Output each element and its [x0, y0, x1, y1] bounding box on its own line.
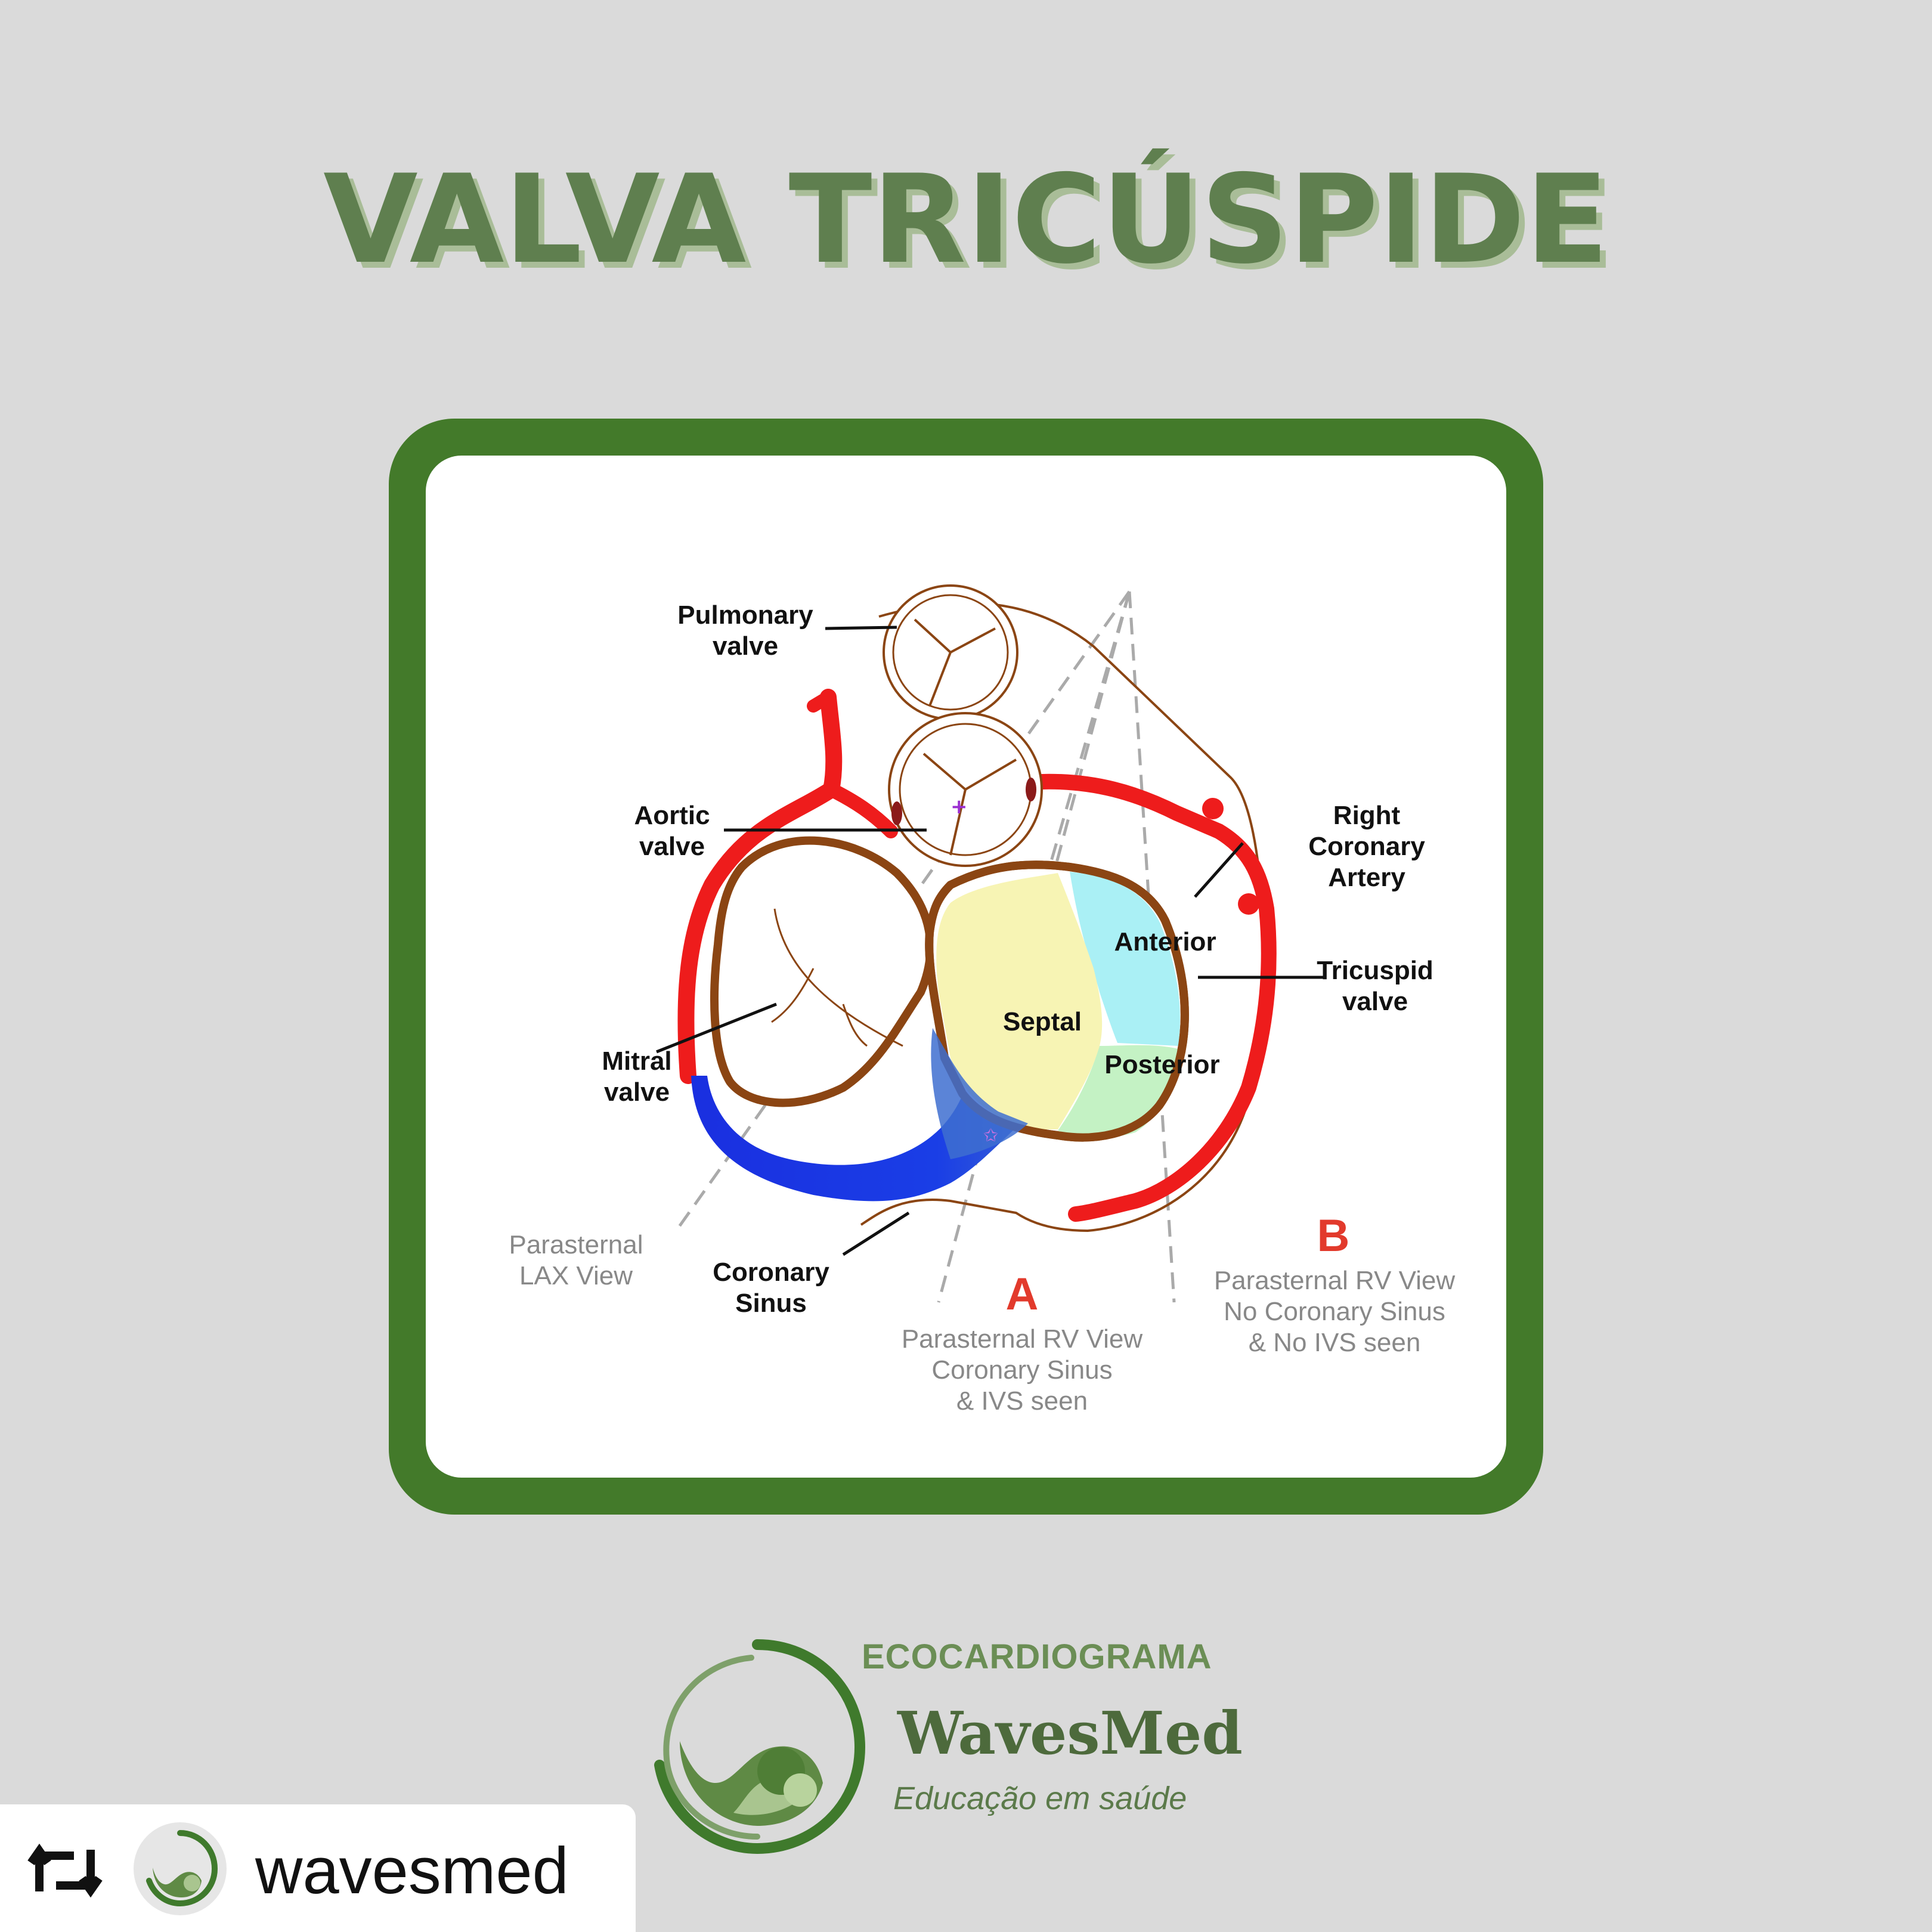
label-anterior: Anterior — [1114, 927, 1216, 956]
septal-leaflet — [936, 873, 1103, 1129]
label-view-b-desc: Parasternal RV View — [1214, 1266, 1456, 1295]
label-right-coronary-artery: Right — [1333, 801, 1401, 830]
pulmonary-valve — [883, 584, 1018, 720]
avatar[interactable] — [132, 1821, 228, 1916]
svg-text:valve: valve — [639, 832, 705, 861]
mitral-valve — [710, 836, 935, 1107]
label-mitral: Mitral — [602, 1046, 671, 1076]
page-title: VALVA TRICÚSPIDE — [323, 149, 1609, 291]
svg-text:valve: valve — [713, 631, 778, 661]
aortic-valve — [888, 712, 1043, 867]
svg-text:& No IVS seen: & No IVS seen — [1249, 1328, 1421, 1357]
rca-node — [1238, 893, 1259, 915]
brand-tagline: Educação em saúde — [893, 1781, 1187, 1816]
diagram-frame: + ✩ Pulmonary valve Aortic valve Mitral … — [389, 419, 1543, 1515]
svg-text:Sinus: Sinus — [735, 1289, 807, 1318]
leader-lines — [656, 626, 1325, 1256]
anterior-leaflet — [1070, 872, 1180, 1046]
svg-text:valve: valve — [604, 1078, 670, 1107]
tricuspid-valve — [925, 860, 1189, 1142]
diagram-card: + ✩ Pulmonary valve Aortic valve Mitral … — [426, 456, 1506, 1478]
svg-text:LAX View: LAX View — [519, 1261, 633, 1290]
star-marker: ✩ — [983, 1125, 998, 1146]
label-septal: Septal — [1003, 1007, 1082, 1036]
label-view-a-desc: Parasternal RV View — [902, 1324, 1143, 1354]
label-coronary-sinus: Coronary — [713, 1258, 829, 1287]
svg-text:valve: valve — [1342, 987, 1408, 1016]
brand-top-text: ECOCARDIOGRAMA — [862, 1637, 1212, 1676]
wavesmed-logo-icon — [654, 1639, 866, 1854]
label-parasternal-lax: Parasternal — [509, 1230, 643, 1259]
label-view-a: A — [1006, 1269, 1039, 1320]
label-posterior: Posterior — [1104, 1050, 1219, 1079]
rca-node — [1202, 798, 1224, 819]
repost-bar[interactable]: wavesmed — [0, 1804, 636, 1932]
repost-icon[interactable] — [26, 1838, 104, 1903]
label-aortic: Aortic — [634, 801, 710, 830]
label-tricuspid: Tricuspid — [1317, 956, 1433, 985]
svg-text:Coronary: Coronary — [1308, 832, 1425, 861]
svg-text:Artery: Artery — [1328, 863, 1405, 892]
svg-text:No Coronary Sinus: No Coronary Sinus — [1224, 1297, 1445, 1326]
heart-valves-diagram: + ✩ Pulmonary valve Aortic valve Mitral … — [509, 584, 1456, 1416]
plus-marker: + — [950, 795, 968, 819]
left-coronary-artery — [677, 689, 843, 1084]
repost-username[interactable]: wavesmed — [255, 1834, 569, 1908]
right-coronary-artery — [1020, 773, 1277, 1222]
label-pulmonary: Pulmonary — [677, 600, 813, 630]
label-view-b: B — [1317, 1210, 1350, 1261]
brand-name: WavesMed — [897, 1699, 1243, 1768]
svg-text:Coronary Sinus: Coronary Sinus — [931, 1355, 1112, 1385]
svg-text:& IVS seen: & IVS seen — [956, 1386, 1088, 1416]
